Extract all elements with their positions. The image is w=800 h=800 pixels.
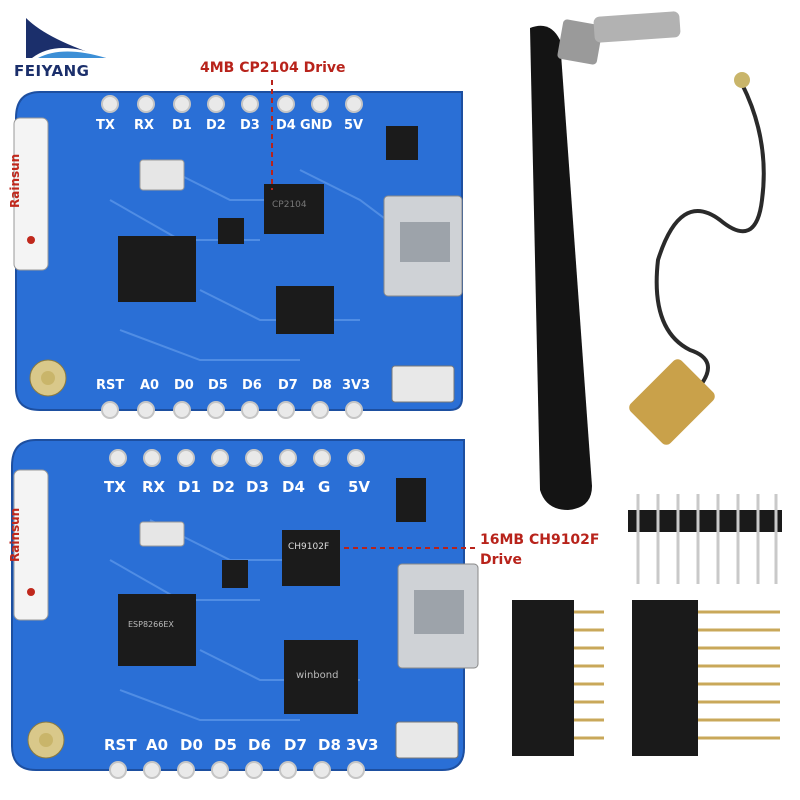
pin-label: GND [300, 118, 333, 133]
pin-label: D3 [246, 478, 269, 496]
bottom-usb-chip-text: CH9102F [288, 542, 330, 552]
pin-label: D1 [172, 118, 192, 133]
bottom-board-callout-line2: Drive [480, 552, 522, 568]
brand-logo [18, 10, 108, 85]
top-antenna-label: Rainsun [8, 153, 22, 208]
pin-label: D1 [178, 478, 201, 496]
pin-label: A0 [146, 736, 169, 754]
top-usb-chip [264, 184, 324, 234]
pigtail-cable [654, 83, 766, 388]
pin-label: D2 [206, 118, 226, 133]
pin-label: RX [134, 118, 155, 133]
pin-label: RX [142, 478, 166, 496]
bottom-board-pin-labels-bottom: RST A0 D0 D5 D6 D7 D8 3V3 [104, 736, 404, 760]
top-crystal [139, 159, 185, 191]
pin-label: 5V [348, 478, 371, 496]
logo-mark-icon [26, 18, 106, 58]
pin-label: RST [104, 736, 137, 754]
top-pcb [15, 91, 463, 411]
pin-label: D7 [284, 736, 307, 754]
pin-label: D8 [318, 736, 341, 754]
bottom-flash-chip [284, 640, 358, 714]
bottom-crystal [139, 521, 185, 547]
brand-name: FEIYANG [14, 62, 90, 80]
pin-label: RST [96, 378, 125, 393]
bottom-mcu-text: ESP8266EX [128, 620, 174, 629]
top-flash-chip [276, 286, 334, 334]
rubber-antenna [530, 25, 592, 510]
top-reset-button [391, 365, 455, 403]
antenna-sma-plug [557, 19, 603, 65]
bottom-reset-button [395, 721, 459, 759]
top-chip-antenna [13, 117, 49, 271]
pin-label: D6 [242, 378, 262, 393]
pin-label: D6 [248, 736, 271, 754]
bottom-antenna-label: Rainsun [8, 507, 22, 562]
top-mcu-chip [118, 236, 196, 302]
pin-label: D4 [276, 118, 296, 133]
pin-label: D0 [174, 378, 194, 393]
pin-label: D7 [278, 378, 298, 393]
bottom-chip-antenna [13, 469, 49, 621]
bottom-mcu-chip [118, 594, 196, 666]
pin-label: A0 [140, 378, 160, 393]
top-board-callout: 4MB CP2104 Drive [200, 60, 346, 76]
bottom-board-pin-labels-top: TX RX D1 D2 D3 D4 G 5V [104, 478, 404, 502]
bottom-flash-text: winbond [296, 670, 339, 681]
pin-label: 5V [344, 118, 364, 133]
pigtail-ipex-end [734, 72, 750, 88]
pin-label: D4 [282, 478, 305, 496]
top-board-pin-labels-top: TX RX D1 D2 D3 D4 GND 5V [96, 118, 396, 142]
sma-bulkhead-connector [629, 359, 715, 445]
pin-label: D2 [212, 478, 235, 496]
pin-label: D3 [240, 118, 260, 133]
female-header-short [512, 600, 574, 756]
pin-label: D8 [312, 378, 332, 393]
bottom-usb-chip [282, 530, 340, 586]
top-usb-chip-text: CP2104 [272, 200, 307, 210]
pin-label: TX [104, 478, 126, 496]
pin-label: D5 [208, 378, 228, 393]
pin-label: D5 [214, 736, 237, 754]
pin-label: G [318, 478, 331, 496]
male-pin-header [628, 510, 782, 532]
pin-label: 3V3 [342, 378, 371, 393]
female-header-long [632, 600, 698, 756]
pin-label: D0 [180, 736, 203, 754]
pin-label: TX [96, 118, 115, 133]
bottom-board-callout-line1: 16MB CH9102F [480, 532, 600, 548]
pin-label: 3V3 [346, 736, 379, 754]
top-board-pin-labels-bottom: RST A0 D0 D5 D6 D7 D8 3V3 [96, 378, 396, 402]
